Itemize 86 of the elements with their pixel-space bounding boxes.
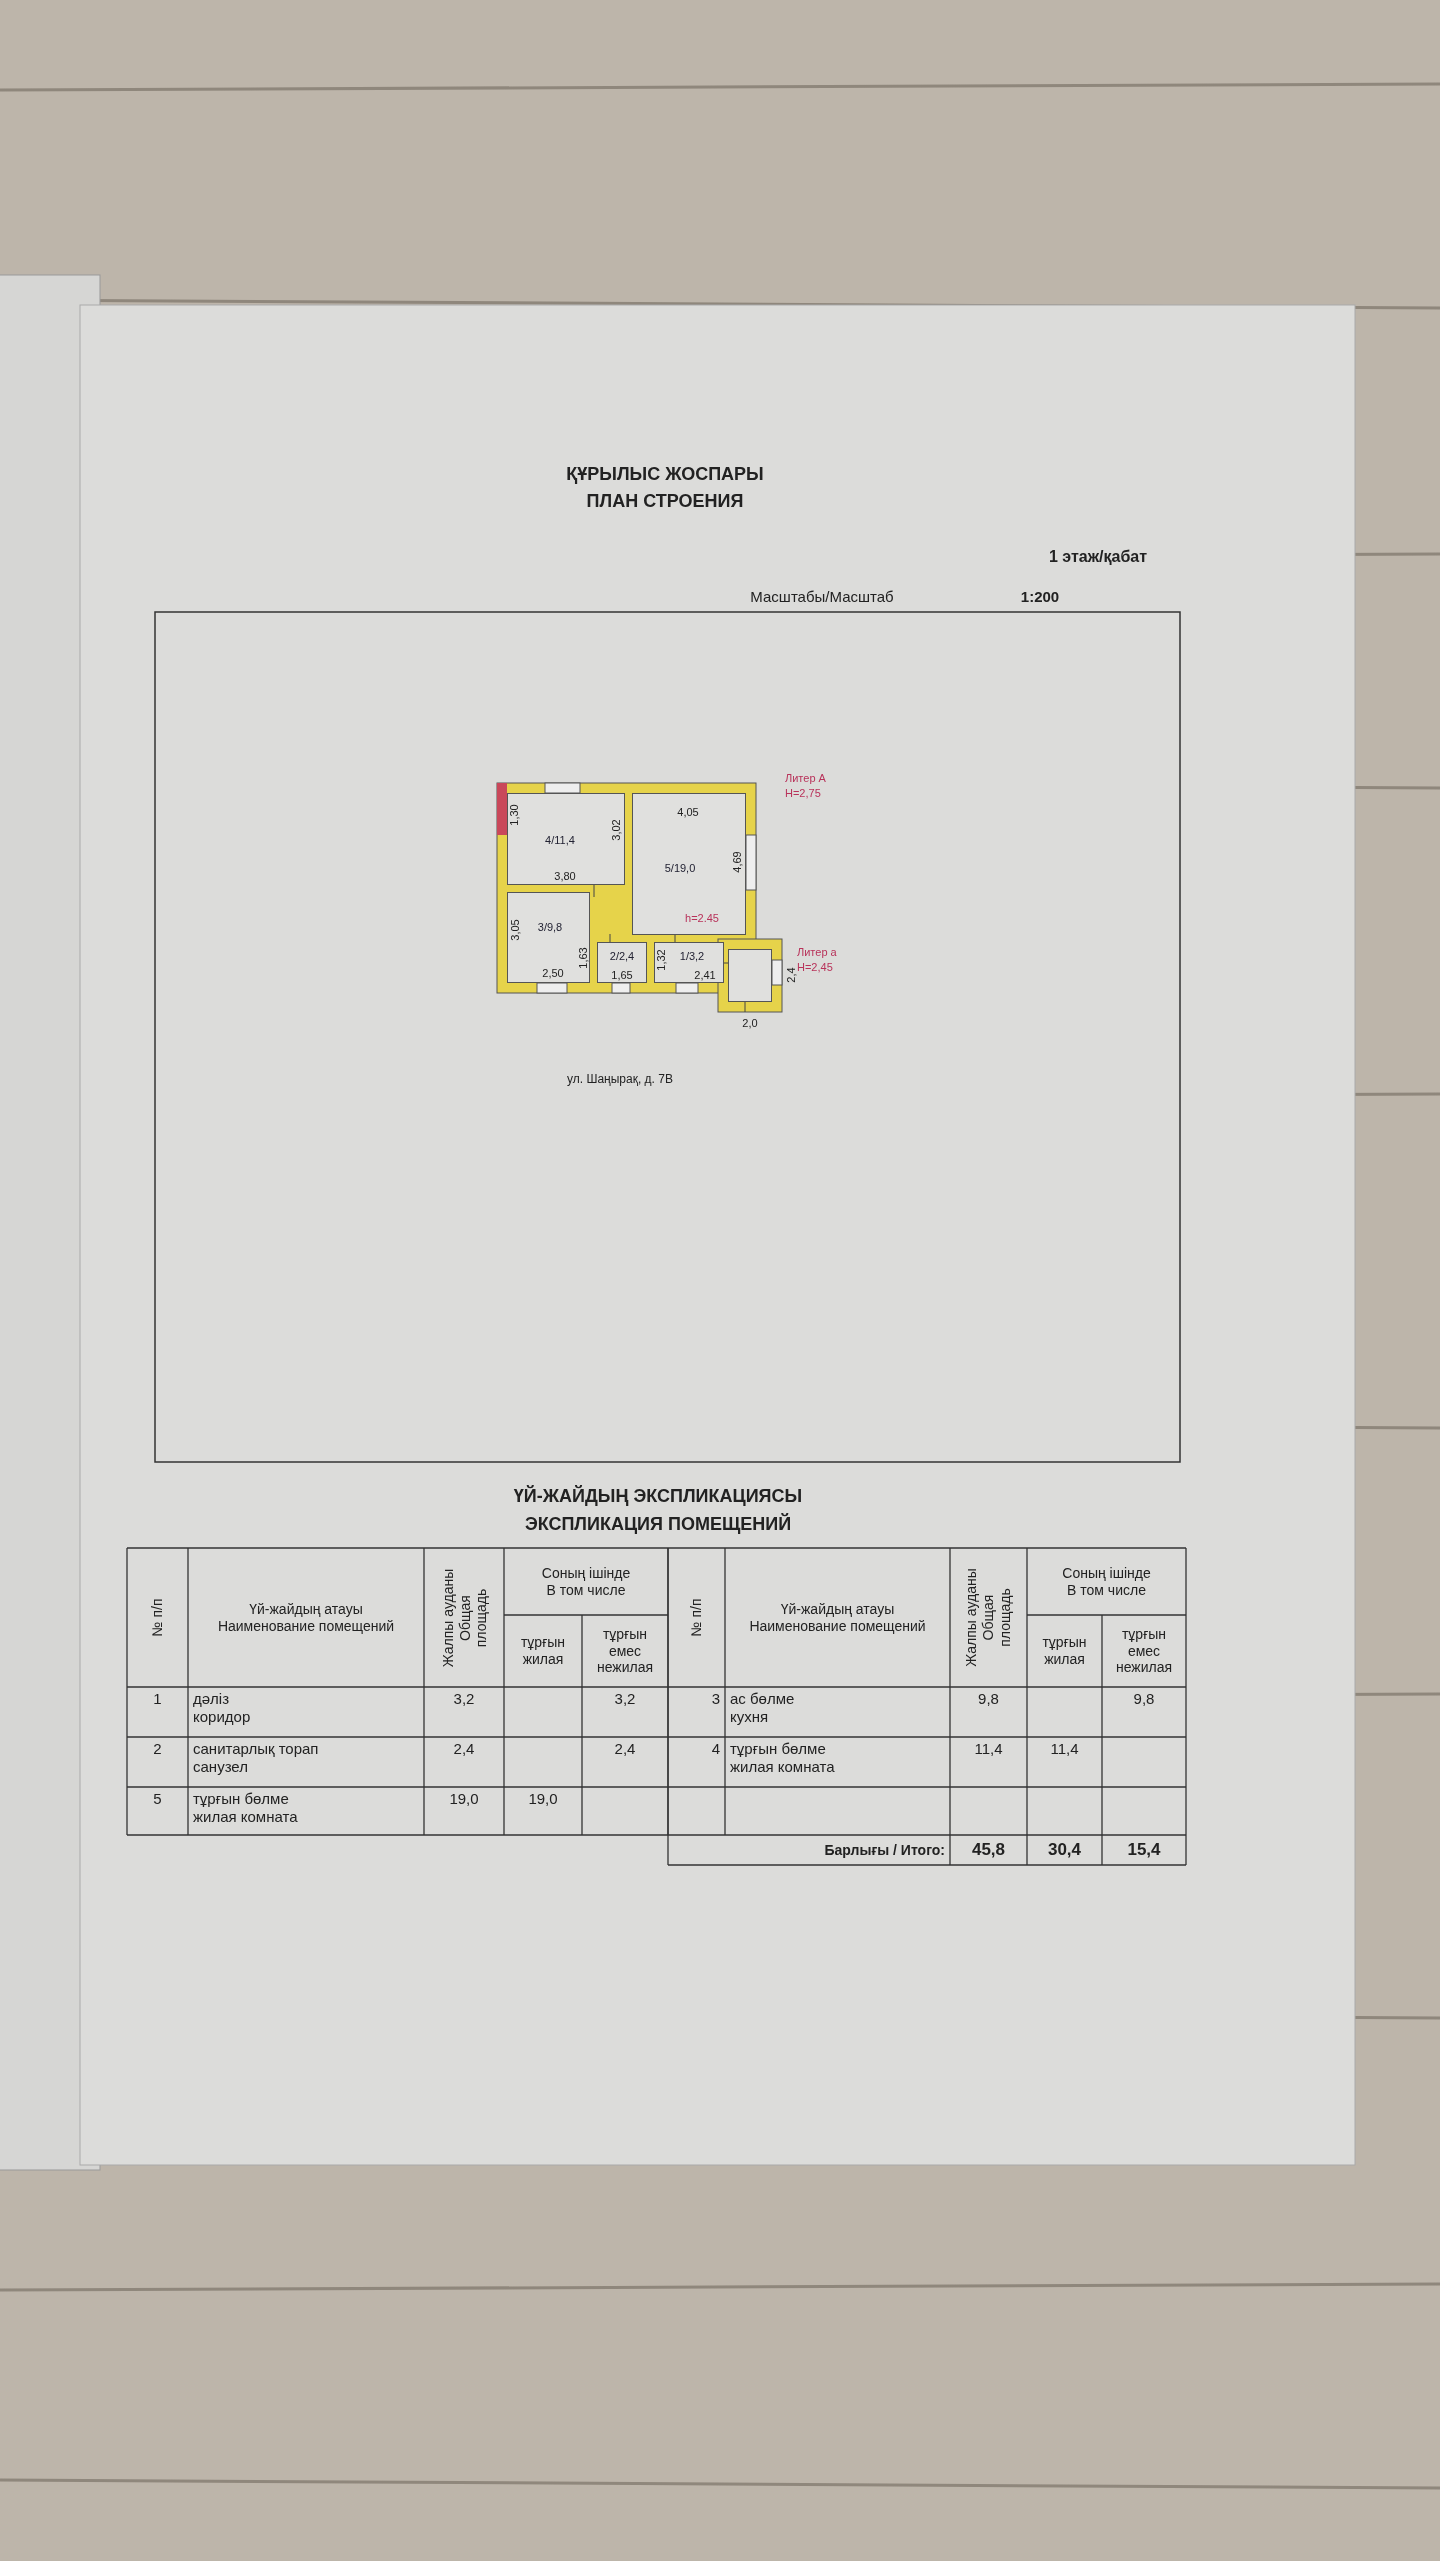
vestibule-area (728, 949, 772, 1002)
total-value: 45,8 (971, 1839, 1006, 1861)
column-header: Үй-жайдың атауы (249, 1600, 363, 1618)
column-header: Жалпы ауданы (438, 1568, 456, 1667)
building-label: Литер А (785, 771, 826, 785)
dimension-label: 1,65 (611, 968, 633, 982)
total-value: 30,4 (1047, 1839, 1082, 1861)
room-name: кухня (730, 1708, 769, 1726)
room-label: 1/3,2 (679, 949, 705, 963)
row-number: 4 (711, 1740, 720, 1758)
area-value: 3,2 (614, 1690, 636, 1708)
column-header: нежилая (1115, 1659, 1173, 1677)
table-title: ЭКСПЛИКАЦИЯ ПОМЕЩЕНИЙ (524, 1515, 792, 1535)
area-value: 19,0 (528, 1790, 558, 1808)
room-name: тұрғын бөлме (730, 1740, 826, 1758)
row-number: 3 (711, 1690, 720, 1708)
column-header: Общая площадь (980, 1588, 1014, 1647)
room-name: тұрғын бөлме (193, 1790, 289, 1808)
dimension-label: 3,05 (508, 919, 522, 941)
scale-value: 1:200 (1020, 588, 1060, 606)
dimension-label: 3,02 (609, 819, 623, 841)
total-value: 15,4 (1127, 1839, 1161, 1861)
dimension-label: 1,63 (576, 947, 590, 969)
table-title: ҮЙ-ЖАЙДЫҢ ЭКСПЛИКАЦИЯСЫ (513, 1487, 803, 1507)
room-area (507, 892, 590, 983)
room-name: коридор (193, 1708, 251, 1726)
column-header: Общая площадь (455, 1588, 490, 1647)
scale-label: Масштабы/Масштаб (750, 588, 894, 606)
room-area (507, 793, 625, 885)
height-label: Н=2,45 (797, 960, 833, 974)
area-value: 9,8 (978, 1690, 999, 1708)
row-number: 5 (153, 1790, 162, 1808)
total-label: Барлығы / Итого: (824, 1841, 945, 1859)
column-header: Үй-жайдың атауы (780, 1600, 895, 1618)
dimension-label: 3,80 (554, 869, 576, 883)
column-header: Наименование помещений (749, 1617, 926, 1635)
room-label: 4/11,4 (545, 833, 575, 847)
ceiling-height-label: h=2.45 (685, 911, 719, 925)
area-value: 11,4 (1050, 1740, 1079, 1758)
area-value: 2,4 (614, 1740, 636, 1758)
row-number: 2 (153, 1740, 162, 1758)
room-name: санитарлық торап (193, 1740, 319, 1758)
building-label: Литер а (797, 945, 837, 959)
room-area (597, 942, 647, 983)
plan-subtitle: ПЛАН СТРОЕНИЯ (586, 492, 744, 512)
column-header: жилая (522, 1651, 564, 1668)
column-header: Соның ішінде (541, 1564, 631, 1582)
dimension-label: 2,0 (742, 1016, 758, 1030)
room-name: санузел (193, 1758, 248, 1776)
room-name: жилая комната (193, 1808, 298, 1826)
column-header: № п/п (149, 1598, 166, 1637)
area-value: 3,2 (453, 1690, 475, 1708)
column-header: жилая (1044, 1651, 1085, 1668)
column-header: В том числе (1067, 1581, 1146, 1599)
area-value: 19,0 (449, 1790, 479, 1808)
room-label: 5/19,0 (664, 861, 696, 875)
dimension-label: 1,32 (654, 949, 668, 971)
height-label: Н=2,75 (785, 786, 821, 800)
dimension-label: 4,05 (677, 805, 699, 819)
area-value: 11,4 (974, 1740, 1003, 1758)
column-header: нежилая (596, 1659, 654, 1677)
column-header: Наименование помещений (217, 1617, 395, 1635)
column-header: тұрғын (1042, 1634, 1087, 1651)
area-value: 2,4 (453, 1740, 475, 1758)
dimension-label: 1,30 (507, 804, 521, 826)
room-name: жилая комната (730, 1758, 835, 1776)
column-header: Соның ішінде (1062, 1564, 1151, 1582)
plan-title: ҚҰРЫЛЫС ЖОСПАРЫ (566, 465, 764, 485)
room-label: 2/2,4 (609, 949, 635, 963)
dimension-label: 2,41 (694, 968, 716, 982)
column-header: № п/п (688, 1598, 705, 1637)
room-name: ас бөлме (730, 1690, 795, 1708)
address-label: ул. Шаңырақ, д. 7В (567, 1073, 673, 1087)
column-header: В том числе (546, 1581, 626, 1599)
room-area (632, 793, 746, 935)
room-label: 3/9,8 (537, 920, 563, 934)
column-header: тұрғын (520, 1634, 566, 1651)
room-area (654, 942, 724, 983)
dimension-label: 2,4 (784, 967, 798, 983)
floor-label: 1 этаж/қабат (1049, 548, 1147, 566)
column-header: Жалпы ауданы (963, 1568, 981, 1667)
dimension-label: 2,50 (542, 966, 564, 980)
dimension-label: 4,69 (730, 851, 744, 873)
area-value: 9,8 (1133, 1690, 1155, 1708)
row-number: 1 (153, 1690, 162, 1708)
room-name: дәліз (193, 1690, 230, 1708)
